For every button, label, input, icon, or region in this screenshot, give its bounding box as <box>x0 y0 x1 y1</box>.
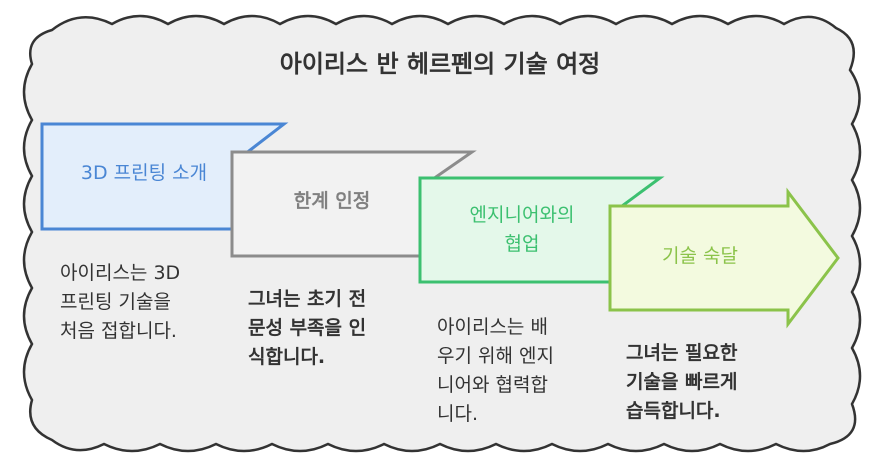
step-2-label: 한계 인정 <box>293 190 371 212</box>
diagram-title: 아이리스 반 헤르펜의 기술 여정 <box>279 50 601 78</box>
step-1-label: 3D 프린팅 소개 <box>80 162 208 184</box>
step-3-desc-line-2: 우기 위해 엔지 <box>437 345 554 367</box>
step-2-desc-line-1: 그녀는 초기 전 <box>248 288 367 310</box>
step-3-label-line-2: 협업 <box>504 233 540 255</box>
step-3-desc-line-3: 니어와 협력합 <box>437 374 548 396</box>
step-2-desc-line-3: 식합니다. <box>248 346 326 368</box>
step-4-arrow-shape <box>608 187 840 329</box>
step-3-desc-line-1: 아이리스는 배 <box>437 316 548 338</box>
step-1-desc-line-2: 프린팅 기술을 <box>60 291 171 313</box>
step-4-desc-line-1: 그녀는 필요한 <box>626 342 738 364</box>
step-3-desc-line-4: 니다. <box>437 403 478 425</box>
step-4-desc-line-2: 기술을 빠르게 <box>626 371 738 393</box>
step-3-label-line-1: 엔지니어와의 <box>469 204 575 226</box>
step-1-desc-line-1: 아이리스는 3D <box>60 262 181 284</box>
step-4-label: 기술 숙달 <box>662 245 738 267</box>
step-2-desc-line-2: 문성 부족을 인 <box>248 317 367 339</box>
step-4-desc-line-3: 습득합니다. <box>626 400 721 422</box>
step-1-desc-line-3: 처음 접합니다. <box>60 320 177 342</box>
